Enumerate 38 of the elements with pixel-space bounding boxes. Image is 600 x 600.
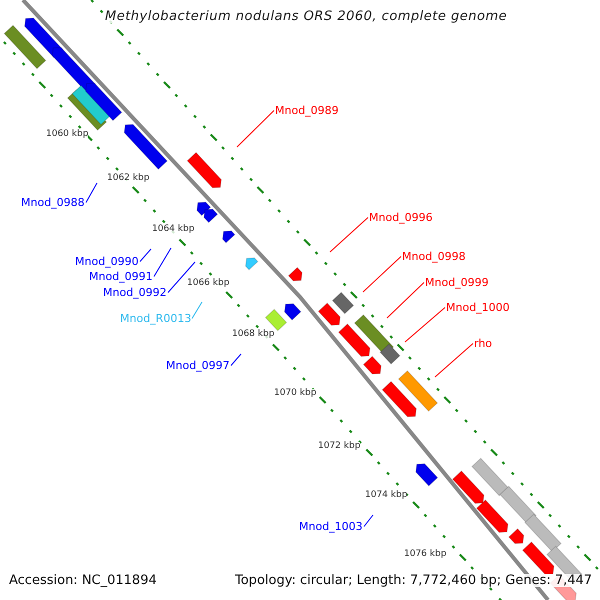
- scale-label: 1070 kbp: [274, 389, 316, 398]
- leader-line: [330, 217, 368, 252]
- gene-label: Mnod_0999: [425, 277, 489, 288]
- gene-label: Mnod_0988: [21, 197, 85, 208]
- leader-line: [404, 307, 446, 342]
- scale-label: 1062 kbp: [107, 174, 150, 183]
- gene-label: Mnod_R0013: [120, 313, 192, 324]
- map-title: Methylobacterium nodulans ORS 2060, complete genome: [105, 10, 508, 23]
- leader-line: [236, 110, 274, 148]
- scale-label: 1074 kbp: [365, 491, 408, 500]
- leader-line: [140, 248, 152, 262]
- scale-label: 1060 kbp: [46, 130, 88, 139]
- gene-label: Mnod_0992: [103, 287, 167, 298]
- leader-line: [364, 514, 374, 527]
- leader-line: [86, 182, 98, 203]
- scale-label: 1068 kbp: [232, 330, 274, 339]
- gene-label: Mnod_0989: [275, 105, 339, 116]
- leader-line: [192, 302, 202, 319]
- leader-line: [168, 262, 196, 293]
- gene-label: Mnod_0996: [369, 212, 433, 223]
- leader-line: [230, 354, 242, 366]
- accession-text: Accession: NC_011894: [9, 574, 157, 587]
- gene-label: Mnod_0991: [89, 271, 153, 282]
- leader-line: [386, 282, 424, 318]
- gene-label: Mnod_0990: [75, 256, 139, 267]
- gene-label: Mnod_1003: [299, 521, 363, 532]
- scale-label: 1072 kbp: [318, 442, 360, 451]
- leader-line: [434, 343, 474, 378]
- scale-label: 1076 kbp: [404, 550, 446, 559]
- gene-label: Mnod_0998: [402, 251, 466, 262]
- genome-info-text: Topology: circular; Length: 7,772,460 bp; Genes: 7,447: [235, 574, 592, 587]
- scale-label: 1064 kbp: [152, 225, 194, 234]
- gene-label: Mnod_1000: [446, 302, 510, 313]
- leader-line: [154, 248, 172, 277]
- gene-label: rho: [474, 338, 492, 349]
- scale-label: 1066 kbp: [187, 279, 230, 288]
- gene-label: Mnod_0997: [166, 360, 230, 371]
- leader-line: [362, 256, 402, 292]
